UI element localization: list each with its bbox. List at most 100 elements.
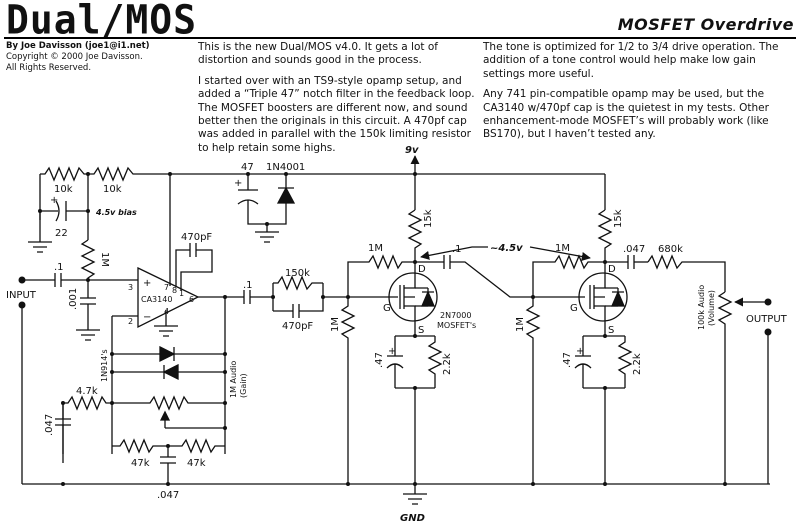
resistor-150k [273,275,323,291]
wire [450,261,560,298]
opamp-pin-3: 3 [128,283,133,292]
description-column-1: This is the new Dual/MOS v4.0. It gets a… [198,41,480,162]
mosfet-q1-diode [421,288,435,307]
opamp-part-label: CA3140 [141,295,172,304]
q2-pin-d: D [608,264,616,275]
label-c-in-shunt: .001 [68,288,79,310]
label-pot-gain: 1M Audio [229,361,238,398]
q1-pin-s: S [418,325,424,336]
pot-wiper [159,410,171,421]
label-c-interstage: .1 [452,244,462,255]
opamp-pin-2: 2 [128,317,133,326]
opamp-pin-7: 7 [164,283,169,292]
annotation-arrow [420,246,488,260]
wire [583,387,625,484]
resistor-47k-1 [112,438,168,454]
opamp-triangle [137,266,200,329]
wire [164,415,225,429]
label-pot-volume-sub: (Volume) [707,290,716,326]
junctions [18,172,772,486]
annotation-arrow [529,246,591,261]
copyright-line: Copyright © 2000 Joe Davisson. [6,52,143,62]
label-r-out: 680k [658,244,683,255]
capacitor-470pf-comp [189,243,197,257]
label-q1-r-source: 2.2k [442,353,453,375]
bias-label: 4.5v bias [95,208,137,217]
resistor-2-2k-q1 [427,336,443,388]
page-title: Dual/MOS [6,0,198,44]
paragraph: This is the new Dual/MOS v4.0. It gets a… [198,41,438,67]
opamp-pin-4: 4 [164,307,169,316]
label-c-gain: .047 [44,414,55,436]
label-c-notch: .047 [157,490,179,501]
wire [605,287,618,307]
capacitor-out [627,255,635,269]
wire [180,249,213,290]
paragraph: I started over with an TS9-style opamp s… [198,74,475,154]
paragraph: Any 741 pin-compatible opamp may be used… [483,88,769,141]
mosfet-q1 [388,272,438,322]
input-label: INPUT [6,290,37,301]
plus-sign: + [234,178,242,189]
label-q1-r-feedback: 1M [368,243,383,254]
label-d-supply: 1N4001 [266,162,305,173]
resistor-4-7k [63,395,112,411]
description-column-2: The tone is optimized for 1/2 to 3/4 dri… [483,41,797,149]
label-q-part-sub: MOSFET's [437,321,476,330]
label-r-bias-2: 10k [103,184,122,195]
wire [175,249,190,287]
label-q1-r-gate: 1M [330,317,341,332]
title-divider [4,37,796,39]
label-r-bias-1: 10k [54,184,73,195]
opamp-minus: − [143,312,151,323]
label-q2-r-source: 2.2k [632,353,643,375]
label-r-notch-1: 47k [131,458,150,469]
label-q2-r-gate: 1M [515,317,526,332]
mosfet-q2-diode [611,288,625,307]
label-c-limit: 470pF [282,321,313,332]
diode-1 [159,345,176,363]
wire [347,261,365,297]
label-c-out-opamp: .1 [243,280,253,291]
mosfet-q2-gate [589,262,606,318]
resistor-1m-bias [80,239,96,281]
resistor-47k-2 [168,438,225,454]
resistor-1m-fb-q2 [551,254,605,270]
ground-label: GND [400,513,425,524]
label-q1-c-source: .47 [374,352,385,368]
label-r-limit: 150k [285,268,310,279]
author-line: By Joe Davisson (joe1@i1.net) [6,41,150,51]
capacitor-out-opamp [243,290,251,304]
opamp-pin-8: 8 [172,286,177,295]
resistor-10k-2 [88,166,170,182]
wire [299,283,324,312]
output-label: OUTPUT [746,314,788,325]
byline: By Joe Davisson (joe1@i1.net) Copyright … [6,41,150,74]
mosfet-q2 [578,272,628,322]
ground-symbol [76,329,100,341]
input-terminal [18,276,26,284]
label-diodes: 1N914's [100,349,109,382]
q1-pin-g: G [383,303,391,314]
potentiometer-volume [717,291,733,484]
label-r-notch-2: 47k [187,458,206,469]
capacitor-470pf-limit [292,304,300,318]
supply-label: 9v [405,145,419,156]
label-c-out: .047 [623,244,645,255]
opamp-pin-6: 6 [189,295,194,304]
resistor-10k-1 [40,166,88,182]
schematic-labels: 9v GND 4.5v bias ~4.5v INPUT OUTPUT 10k … [6,145,788,524]
diode-2 [162,363,179,381]
opamp-plus: + [143,278,151,289]
ground-symbol [154,325,178,337]
label-c-bias: 22 [55,228,68,239]
label-q1-r-drain: 15k [423,209,434,228]
label-q2-c-source: .47 [562,352,573,368]
output-terminal [764,298,772,306]
label-q2-r-drain: 15k [613,209,624,228]
opamp-pin-1: 1 [179,289,184,298]
label-q2-r-feedback: 1M [555,243,570,254]
plus-sign: + [576,346,584,357]
output-ground-terminal [764,328,772,336]
label-pot-gain-sub: (Gain) [239,373,248,398]
